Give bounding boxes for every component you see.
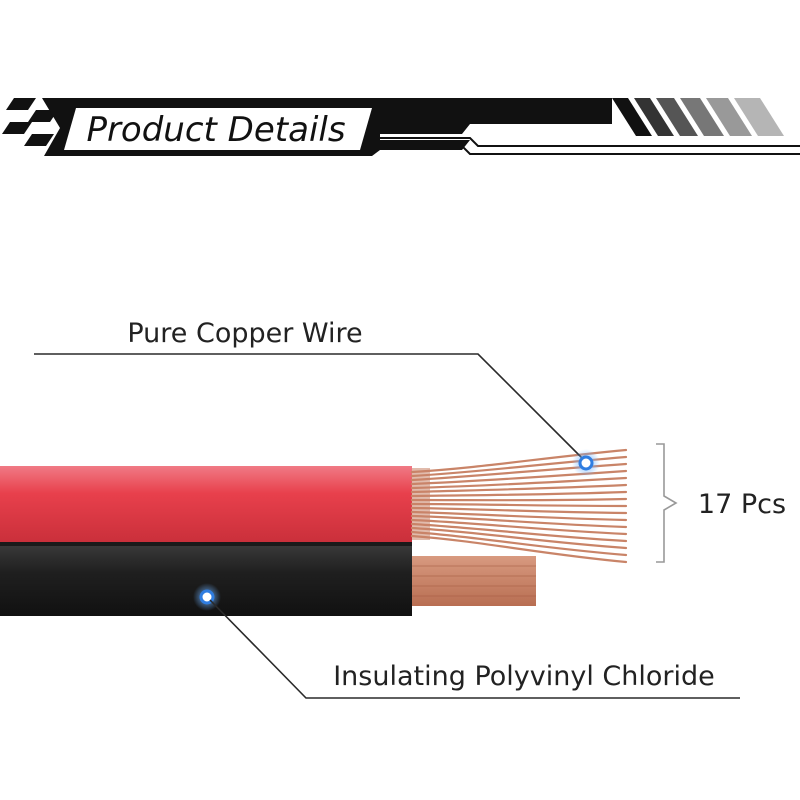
callout-copper-label: Pure Copper Wire [127,318,362,349]
callout-strand-count: 17 Pcs [656,443,786,563]
copper-core-black [412,556,536,606]
copper-core-texture [412,565,536,597]
strand-count-label: 17 Pcs [698,489,786,520]
speed-stripes [612,98,784,136]
callout-insulation: Insulating Polyvinyl Chloride [193,583,740,699]
banner-lines [380,137,800,155]
jacket-divider [0,542,412,546]
strand-root [412,468,430,540]
red-conductor-jacket [0,466,412,544]
page-title: Product Details [86,110,345,150]
callout-copper: Pure Copper Wire [34,318,600,477]
callout-insulation-leader [209,599,740,699]
title-plate [64,108,372,150]
header-banner: Product Details [2,98,800,156]
copper-marker-icon [578,455,594,471]
callout-copper-leader [34,353,587,463]
strand-bracket [656,443,678,563]
cable-illustration [0,448,628,616]
checkered-flag-icon [2,98,72,156]
callout-insulation-label: Insulating Polyvinyl Chloride [333,661,715,692]
